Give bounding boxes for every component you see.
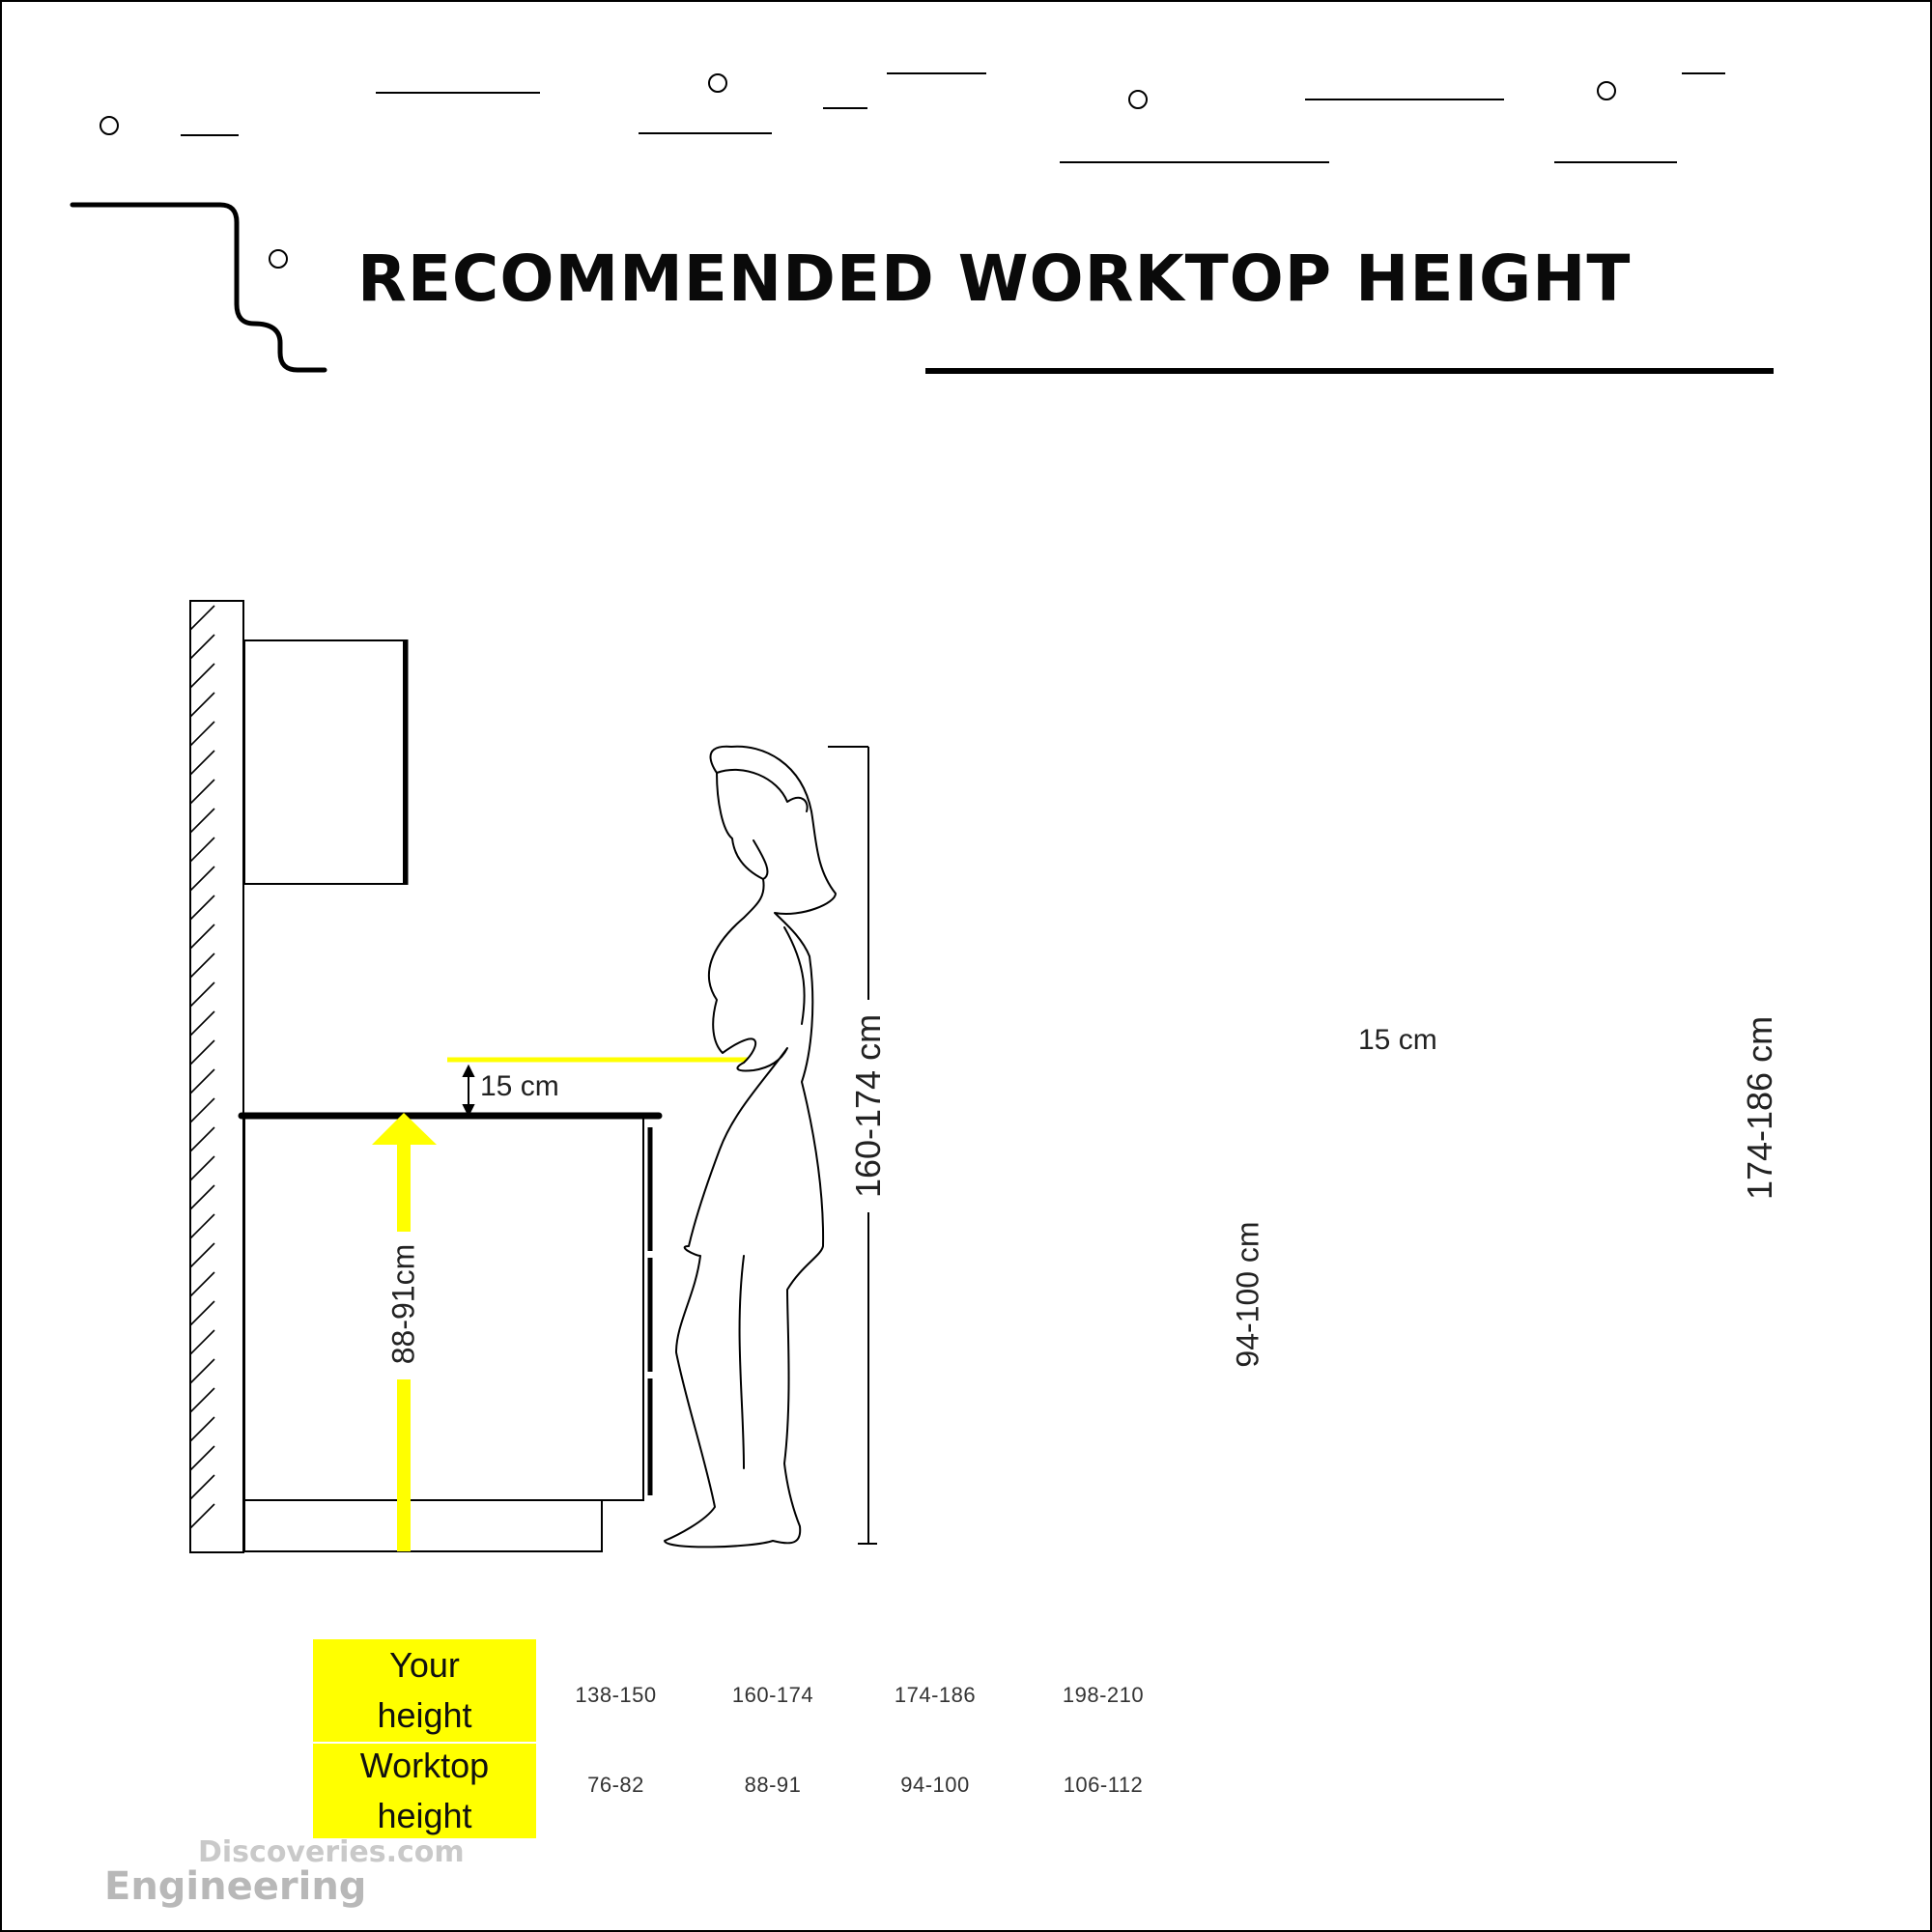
left-person-dimension (828, 746, 877, 1545)
your-height-cell: 160-174 (731, 1683, 814, 1707)
decor-top (99, 72, 1725, 269)
row-label-worktop-height: Worktop height (313, 1744, 536, 1838)
worktop-height-cell: 76-82 (587, 1773, 644, 1797)
worktop-height-cell: 88-91 (744, 1773, 802, 1797)
right-worktop-height-label: 94-100 cm (1230, 1221, 1265, 1368)
right-person-height-label: 174-186 cm (1740, 1015, 1779, 1201)
left-base-cabinet (243, 1117, 644, 1552)
page-title: RECOMMENDED WORKTOP HEIGHT (357, 242, 1632, 316)
your-height-cell: 198-210 (1062, 1683, 1145, 1707)
row-label-your-height: Your height (313, 1639, 536, 1742)
logo-text-engineering: Engineering (104, 1864, 367, 1909)
your-height-cell: 138-150 (575, 1683, 657, 1707)
left-upper-cabinet (243, 639, 409, 885)
left-worktop-height-label: 88-91cm (385, 1243, 421, 1365)
worktop-height-cell: 106-112 (1063, 1773, 1144, 1797)
left-gap-label: 15 cm (480, 1070, 559, 1102)
left-gap-arrow (462, 1064, 475, 1118)
right-gap-label: 15 cm (1358, 1024, 1437, 1056)
worktop-height-cell: 94-100 (900, 1773, 970, 1797)
row-label-your-height-line2: height (377, 1695, 472, 1735)
your-height-cell: 174-186 (894, 1683, 977, 1707)
left-wall (189, 600, 244, 1553)
title-bracket-line (70, 202, 327, 373)
row-label-worktop-height-line2: height (377, 1796, 472, 1835)
left-person-height-label: 160-174 cm (848, 1013, 888, 1199)
row-label-your-height-line1: Your (389, 1645, 460, 1685)
logo-text-discoveries: Discoveries.com (198, 1835, 465, 1869)
left-person-figure (664, 745, 837, 1548)
row-label-worktop-height-line1: Worktop (359, 1746, 490, 1785)
left-height-arrow (372, 1113, 437, 1551)
